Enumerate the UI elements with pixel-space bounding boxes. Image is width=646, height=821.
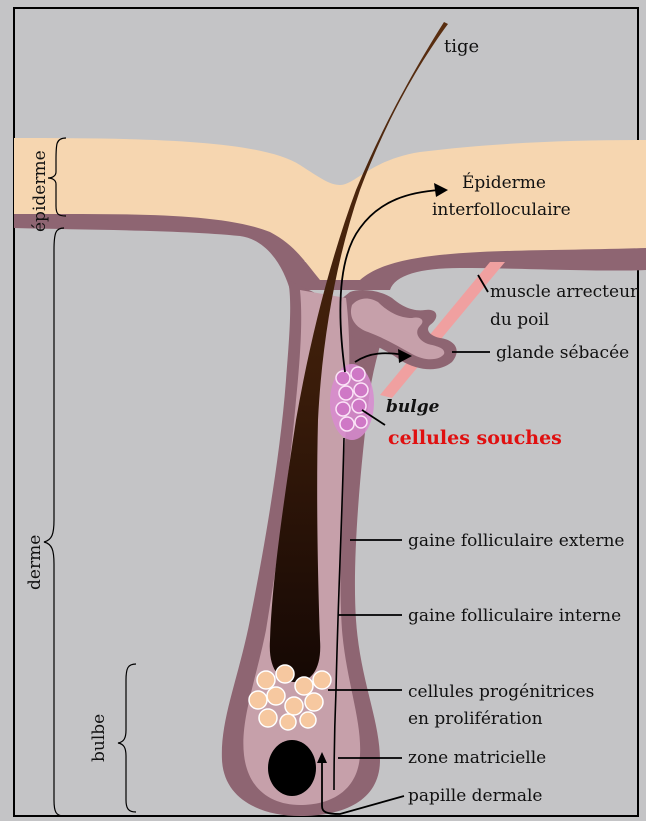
- stem-cell: [336, 371, 350, 385]
- progenitor-cell: [300, 712, 316, 728]
- stem-cells-cluster: [330, 364, 374, 440]
- label-bulge: bulge: [386, 397, 440, 417]
- label-gaine-interne: gaine folliculaire interne: [408, 606, 621, 626]
- label-glande: glande sébacée: [496, 343, 629, 363]
- label-progenitrices-1: cellules progénitrices: [408, 682, 594, 702]
- label-muscle-2: du poil: [490, 310, 549, 330]
- label-muscle-1: muscle arrecteur: [490, 282, 639, 302]
- progenitor-cell: [267, 687, 285, 705]
- progenitor-cell: [259, 709, 277, 727]
- label-gaine-externe: gaine folliculaire externe: [408, 531, 624, 551]
- label-derme-side: derme: [25, 535, 45, 590]
- progenitor-cell: [257, 671, 275, 689]
- label-epiderme-side: épiderme: [30, 150, 50, 232]
- stem-cell: [354, 383, 368, 397]
- label-bulbe-side: bulbe: [89, 714, 109, 762]
- label-progenitrices-2: en prolifération: [408, 709, 543, 729]
- progenitor-cell: [280, 714, 296, 730]
- label-cellules-souches: cellules souches: [388, 427, 562, 449]
- dermal-papilla: [268, 740, 316, 796]
- stem-cell: [339, 386, 353, 400]
- progenitor-cell: [313, 671, 331, 689]
- label-epiderme-inter-2: interfolloculaire: [432, 200, 571, 220]
- progenitor-cell: [285, 697, 303, 715]
- progenitor-cell: [305, 693, 323, 711]
- label-tige: tige: [444, 36, 479, 57]
- stem-cell: [336, 402, 350, 416]
- label-epiderme-inter-1: Épiderme: [462, 172, 546, 193]
- stem-cell: [355, 416, 367, 428]
- progenitor-cell: [249, 691, 267, 709]
- progenitor-cell: [276, 665, 294, 683]
- stem-cell: [351, 367, 365, 381]
- label-zone-matricielle: zone matricielle: [408, 748, 546, 768]
- progenitor-cell: [295, 677, 313, 695]
- stem-cell: [340, 417, 354, 431]
- label-papille: papille dermale: [408, 786, 543, 806]
